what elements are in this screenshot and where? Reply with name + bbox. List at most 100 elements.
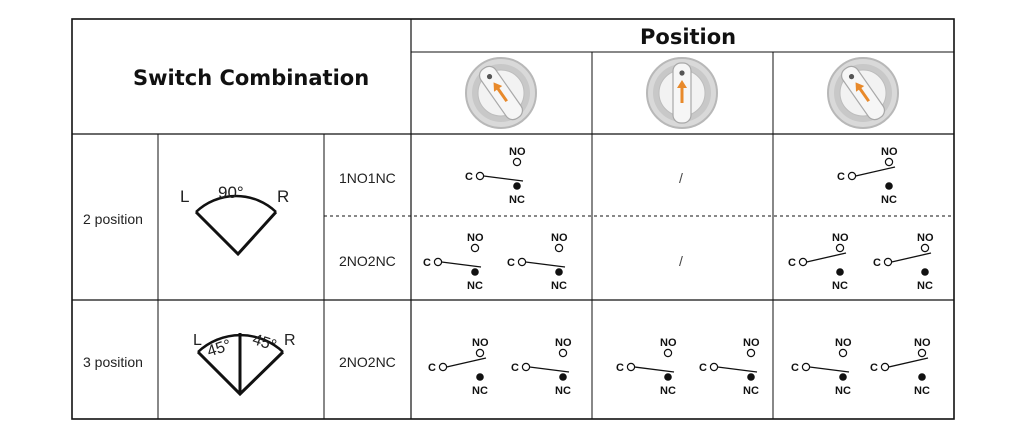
nc-label: NC (917, 280, 933, 292)
c-label: C (873, 257, 881, 269)
c-terminal (626, 362, 636, 372)
switch-lever (717, 366, 758, 373)
c-label: C (788, 257, 796, 269)
rotary-knob-center-icon (646, 57, 718, 129)
c-terminal (433, 257, 443, 267)
nc-terminal (918, 373, 926, 381)
angle-45-diagram-icon (196, 333, 285, 397)
knob-lever-dot (679, 70, 685, 76)
knob-lever (672, 62, 692, 124)
c-label: C (511, 362, 519, 374)
no-terminal (663, 348, 673, 358)
no-terminal (917, 348, 927, 358)
knob-arrow-head (493, 82, 503, 92)
contact-2pos-2no2nc-right-a: NO NC C (788, 232, 849, 292)
row-label-2-position: 2 position (83, 211, 143, 227)
angle-90-diagram-icon (194, 194, 278, 257)
rotary-knob-right-icon (827, 57, 899, 129)
nc-terminal (476, 373, 484, 381)
angle-90-right-label: R (277, 187, 289, 206)
contact-3pos-right-b: NO NC C (870, 337, 931, 397)
c-terminal (521, 362, 531, 372)
c-label: C (870, 362, 878, 374)
no-label: NO (555, 337, 572, 349)
knob-lever-dot (486, 74, 493, 80)
c-terminal (801, 362, 811, 372)
no-terminal (835, 243, 845, 253)
position-header: Position (640, 25, 737, 49)
nc-terminal (559, 373, 567, 381)
knob-arrow-head (855, 82, 865, 92)
nc-terminal (836, 268, 844, 276)
knob-lever (840, 65, 886, 121)
nc-label: NC (743, 385, 759, 397)
c-terminal (847, 171, 857, 181)
c-label: C (837, 171, 845, 183)
c-label: C (465, 171, 473, 183)
no-label: NO (914, 337, 931, 349)
c-terminal (883, 257, 893, 267)
nc-label: NC (467, 280, 483, 292)
nc-label: NC (914, 385, 930, 397)
no-label: NO (660, 337, 677, 349)
no-label: NO (832, 232, 849, 244)
config-2no2nc-3pos: 2NO2NC (339, 354, 396, 370)
no-terminal (475, 348, 485, 358)
nc-terminal (885, 182, 893, 190)
switch-lever (891, 252, 932, 263)
c-label: C (507, 257, 515, 269)
nc-terminal (747, 373, 755, 381)
c-terminal (709, 362, 719, 372)
switch-lever (525, 261, 566, 268)
c-terminal (438, 362, 448, 372)
switch-lever (888, 357, 929, 368)
knob-lever-dot (848, 74, 855, 80)
row-label-3-position: 3 position (83, 354, 143, 370)
switch-lever (806, 252, 847, 263)
table-grid (71, 18, 955, 420)
knob-icons (465, 57, 899, 129)
nc-label: NC (881, 194, 897, 206)
nc-terminal (839, 373, 847, 381)
contact-diagrams: NO NC C NO NC C NO NC C NO NC C NO NC C NO NC C NO NC C NO NC C… (423, 146, 934, 397)
no-terminal (470, 243, 480, 253)
angle-45-right-value: 45° (250, 331, 278, 355)
nc-label: NC (832, 280, 848, 292)
nc-label: NC (472, 385, 488, 397)
angle-45-left-label: L (193, 332, 202, 349)
nc-terminal (664, 373, 672, 381)
no-label: NO (881, 146, 898, 158)
no-terminal (558, 348, 568, 358)
config-1no1nc: 1NO1NC (339, 170, 396, 186)
no-label: NO (835, 337, 852, 349)
nc-terminal (555, 268, 563, 276)
contact-3pos-center-b: NO NC C (699, 337, 760, 397)
switch-combination-header: Switch Combination (133, 66, 370, 90)
contact-2pos-1no1nc-right: NO NC C (837, 146, 898, 206)
angle-90-value: 90° (218, 183, 244, 202)
no-terminal (746, 348, 756, 358)
no-label: NO (467, 232, 484, 244)
switch-lever (809, 366, 850, 373)
c-label: C (699, 362, 707, 374)
switch-lever (529, 366, 570, 373)
center-position-1no1nc: / (679, 170, 683, 186)
no-terminal (884, 157, 894, 167)
c-terminal (517, 257, 527, 267)
c-label: C (428, 362, 436, 374)
nc-label: NC (551, 280, 567, 292)
no-label: NO (743, 337, 760, 349)
no-terminal (512, 157, 522, 167)
c-label: C (616, 362, 624, 374)
config-2no2nc-2pos: 2NO2NC (339, 253, 396, 269)
c-terminal (798, 257, 808, 267)
c-terminal (475, 171, 485, 181)
no-terminal (554, 243, 564, 253)
